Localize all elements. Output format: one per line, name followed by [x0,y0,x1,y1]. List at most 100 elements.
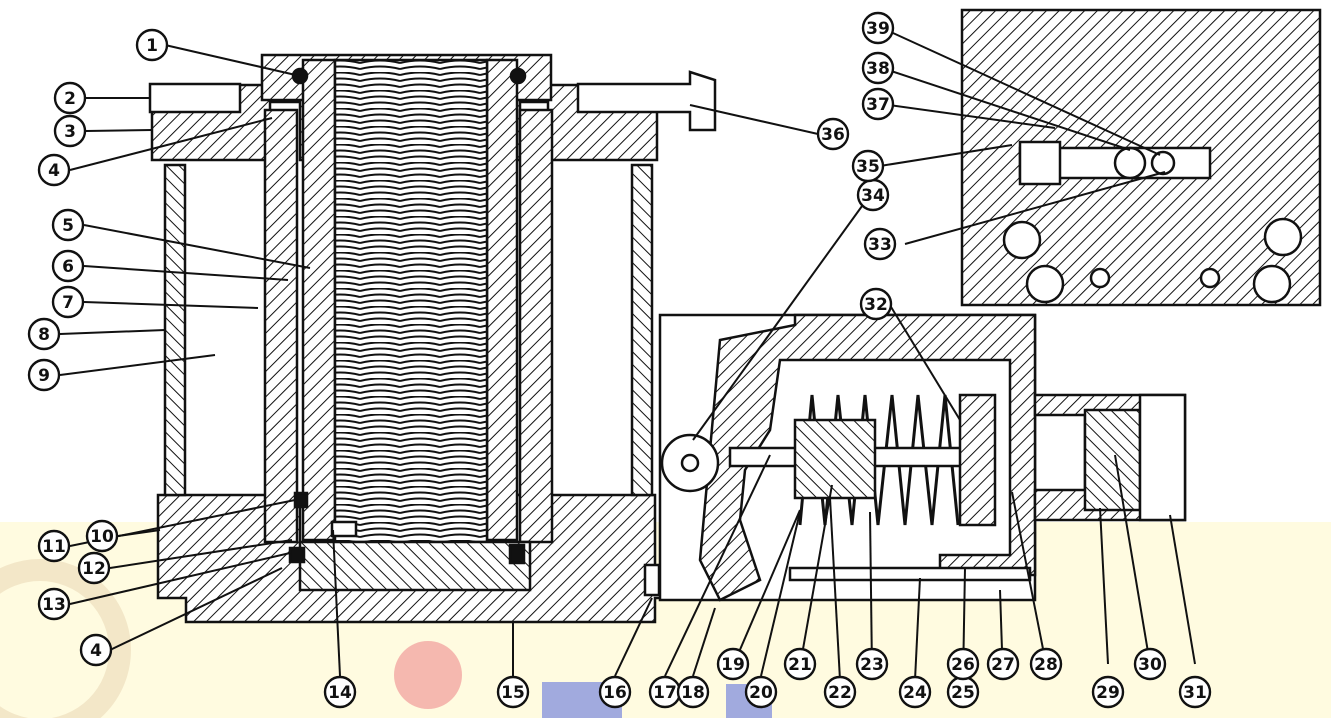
callout-11: 11 [37,529,71,563]
callout-circle [1133,647,1167,681]
callout-2: 2 [53,81,87,115]
callout-circle [816,117,850,151]
callout-12: 12 [77,551,111,585]
callout-number: 1 [146,36,158,56]
callout-17: 17 [648,675,682,709]
callout-number: 12 [82,559,106,579]
callout-number: 25 [951,683,975,703]
callout-number: 32 [864,295,888,315]
callout-circle [323,675,357,709]
callout-19: 19 [716,647,750,681]
callout-21: 21 [783,647,817,681]
callout-number: 16 [603,683,627,703]
callout-number: 18 [681,683,705,703]
callout-31: 31 [1178,675,1212,709]
callout-3: 3 [53,114,87,148]
detail-inset [960,8,1322,307]
inset-hole-1 [1002,220,1042,260]
callout-number: 21 [788,655,812,675]
callout-circle [53,81,87,115]
callout-4: 4 [79,633,113,667]
callout-circle [783,647,817,681]
callout-circle [676,675,710,709]
callout-number: 6 [62,257,74,277]
callout-34: 34 [856,178,890,212]
seal-11 [293,491,309,509]
callout-5: 5 [51,208,85,242]
elbow-fitting [576,70,717,132]
callout-circle [898,675,932,709]
callout-number: 27 [991,655,1015,675]
callout-number: 8 [38,325,50,345]
callout-26: 26 [946,647,980,681]
callout-number: 2 [64,89,76,109]
callout-circle [986,647,1020,681]
oil-passage [788,566,1032,582]
callout-36: 36 [816,117,850,151]
callout-number: 31 [1183,683,1207,703]
callout-number: 35 [856,157,880,177]
callout-number: 26 [951,655,975,675]
callout-circle [135,28,169,62]
callout-circle [1178,675,1212,709]
callout-number: 3 [64,122,76,142]
callout-32: 32 [859,287,893,321]
seal-13 [288,546,306,564]
callout-number: 11 [42,537,66,557]
callout-number: 23 [860,655,884,675]
callout-circle [946,647,980,681]
callout-circle [37,529,71,563]
callout-23: 23 [855,647,889,681]
callout-22: 22 [823,675,857,709]
ram-wall-right [485,58,519,542]
callout-number: 4 [90,641,102,661]
callout-circle [51,208,85,242]
watermark-wheel [0,559,131,718]
callout-number: 19 [721,655,745,675]
callout-number: 34 [861,186,885,206]
callout-circle [51,285,85,319]
callout-13: 13 [37,587,71,621]
callout-number: 33 [868,235,892,255]
screw-threads [333,58,489,544]
reservoir-wall-left [163,163,187,497]
callout-circle [744,675,778,709]
callout-circle [598,675,632,709]
bottom-plug [298,540,532,592]
callout-number: 17 [653,683,677,703]
callout-number: 14 [328,683,352,703]
bleed-valve [643,563,661,597]
callout-number: 28 [1034,655,1058,675]
inset-hole-2 [1025,264,1065,304]
inset-hole-6 [1263,217,1303,257]
reservoir-wall-right [630,163,654,497]
watermark-red-dot [394,641,462,709]
callout-39: 39 [861,11,895,45]
callout-circle [79,633,113,667]
inset-hole-3 [1089,267,1111,289]
valve-knob [1083,408,1142,512]
callout-circle [1029,647,1063,681]
callout-29: 29 [1091,675,1125,709]
callout-circle [85,519,119,553]
callout-circle [37,587,71,621]
callout-circle [496,675,530,709]
callout-9: 9 [27,358,61,392]
callout-30: 30 [1133,647,1167,681]
callout-circle [855,647,889,681]
callout-number: 30 [1138,655,1162,675]
callout-10: 10 [85,519,119,553]
inner-wall-left [263,108,299,544]
callout-circle [861,11,895,45]
callout-20: 20 [744,675,778,709]
callout-6: 6 [51,249,85,283]
pin-14 [330,520,358,538]
callout-number: 10 [90,527,114,547]
callout-number: 7 [62,293,74,313]
leader-lines [59,27,1196,681]
spring-retainer [958,393,997,527]
callout-circle [27,317,61,351]
valve-cap [1138,393,1187,522]
